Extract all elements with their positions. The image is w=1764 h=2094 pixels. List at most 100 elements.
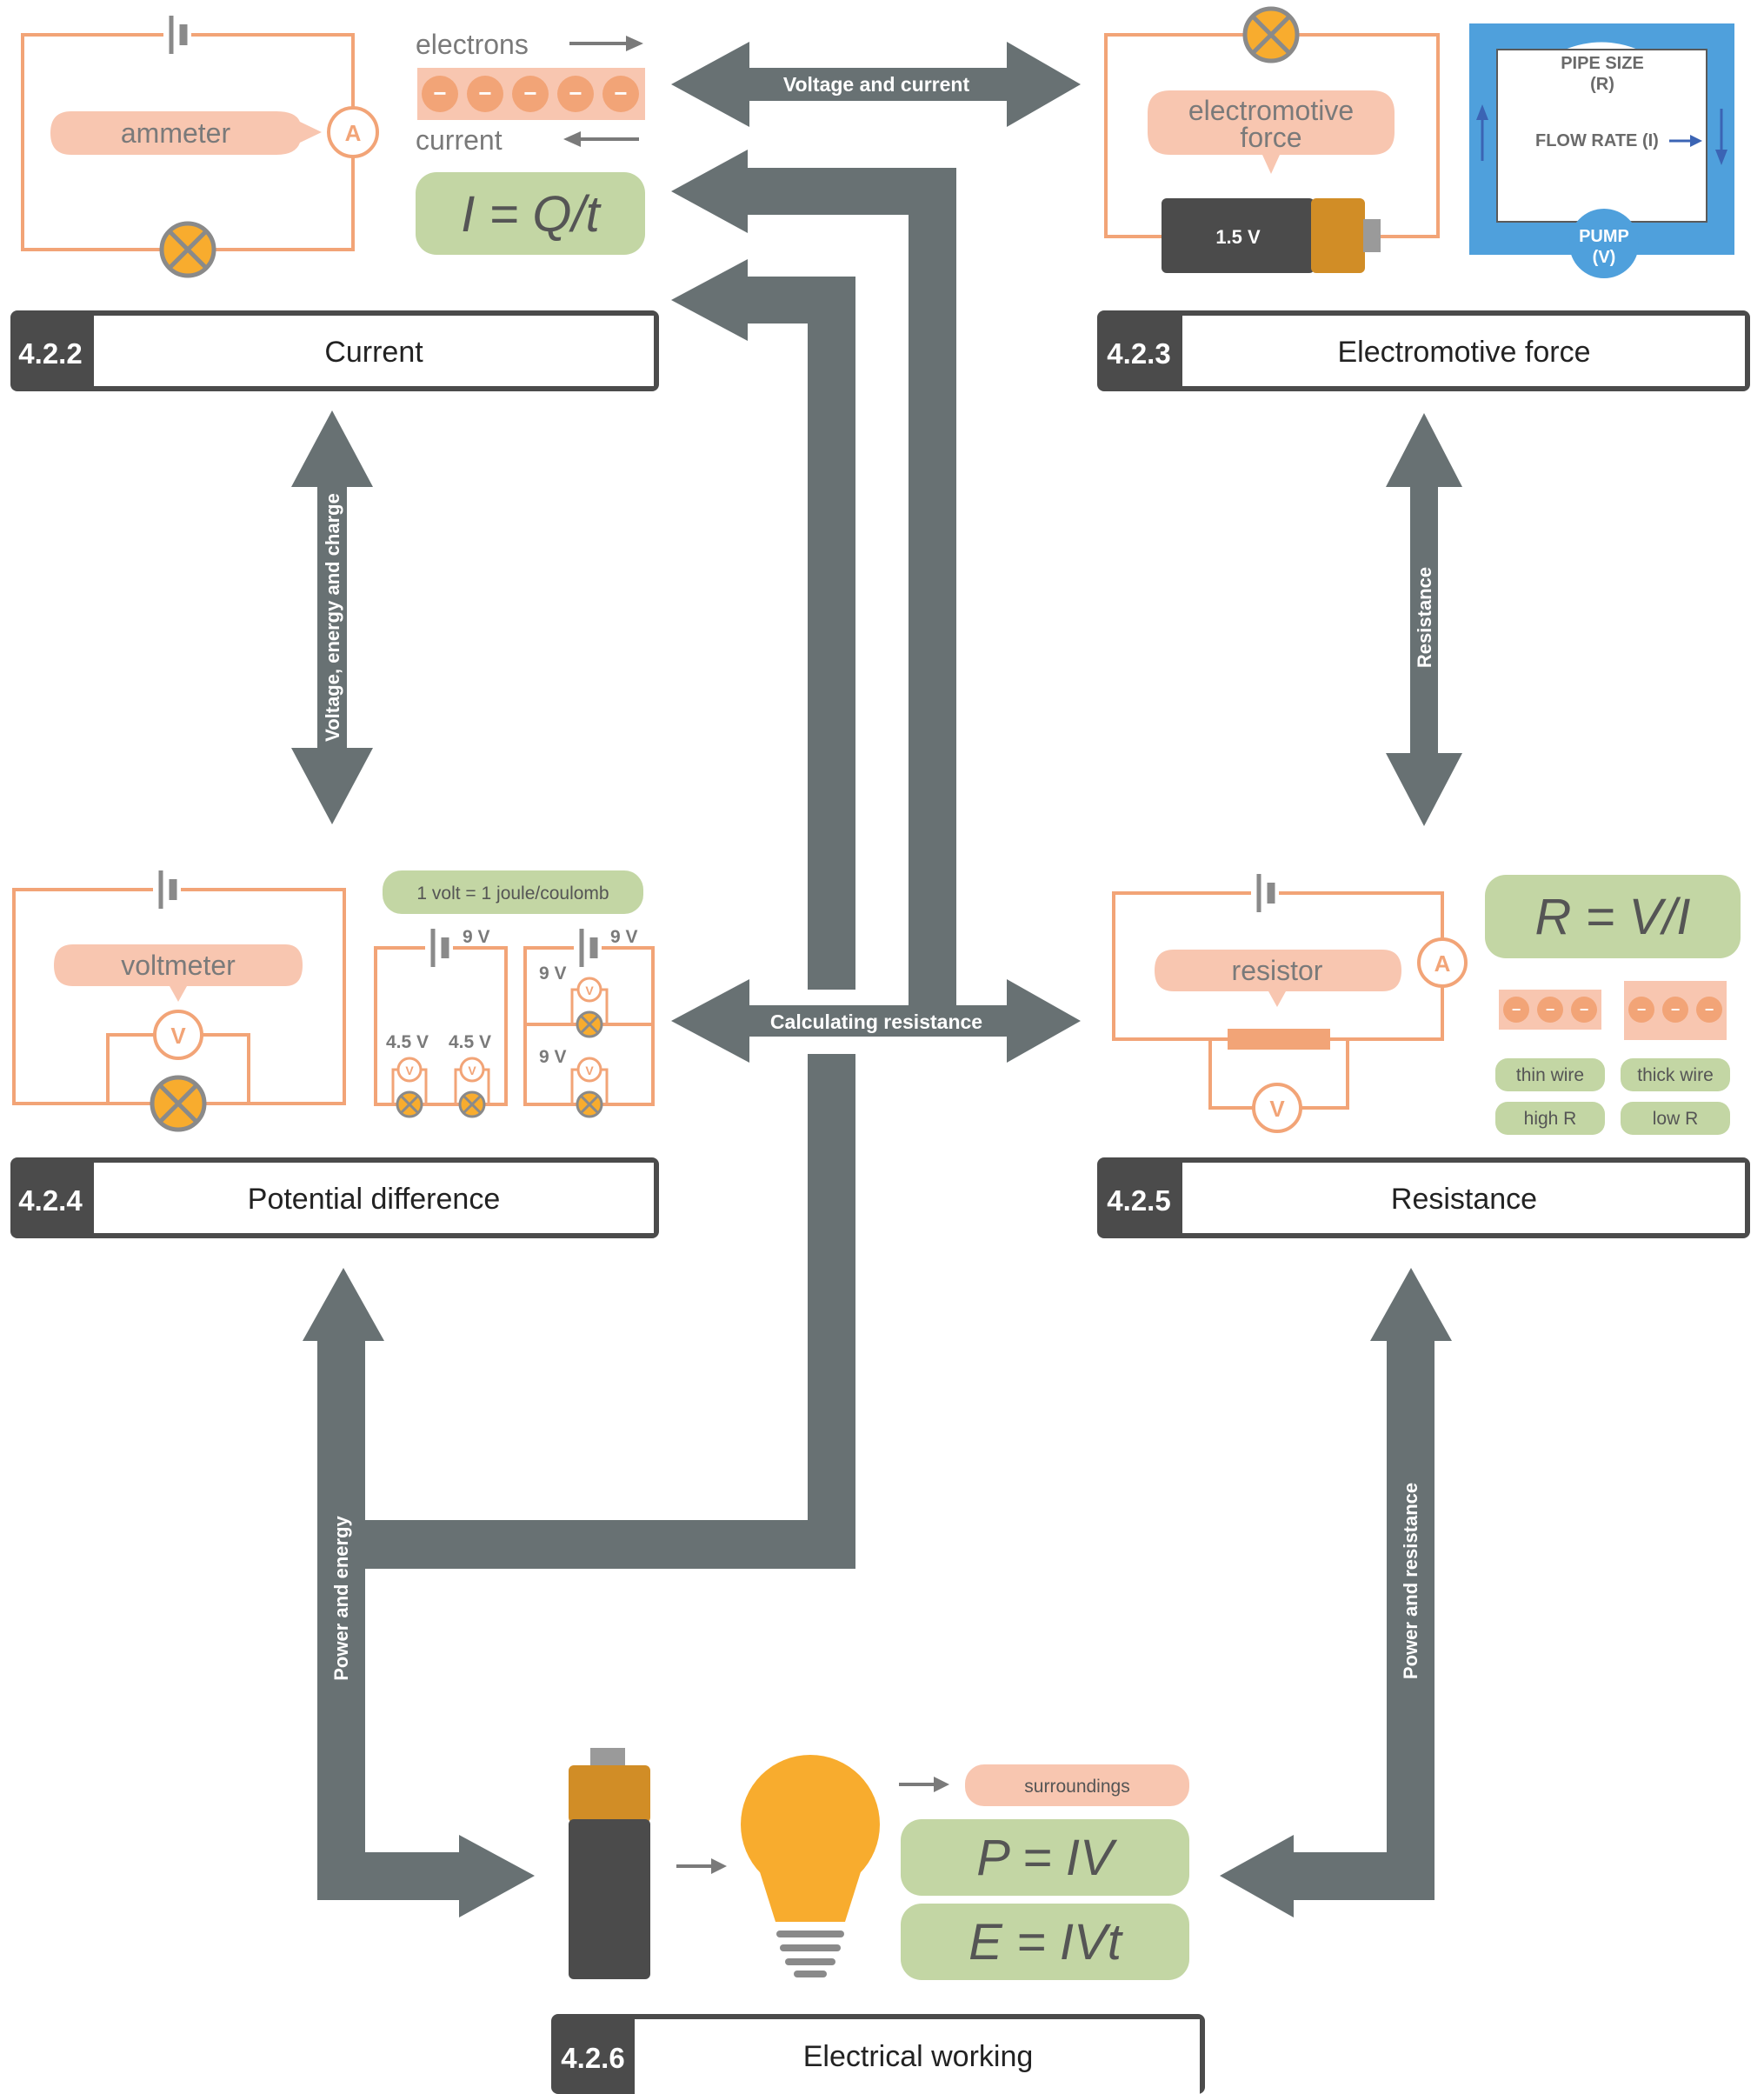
small-voltmeter-symbol: V xyxy=(585,1064,594,1077)
section-title: Electromotive force xyxy=(1338,336,1591,369)
small-voltmeter-icon xyxy=(459,1057,485,1083)
lamp-icon xyxy=(576,1010,603,1038)
voltmeter-icon xyxy=(153,1010,203,1060)
battery-icon xyxy=(1162,198,1381,273)
pump-icon xyxy=(1569,209,1639,278)
pipe-size-symbol: (R) xyxy=(1590,75,1614,94)
surroundings-label: surroundings xyxy=(1024,1777,1129,1797)
voltage-energy-charge-arrow-label: Voltage, energy and charge xyxy=(322,493,343,742)
voltage-current-arrow xyxy=(671,42,1081,127)
lamp-icon xyxy=(162,223,214,276)
small-voltmeter-icon xyxy=(396,1057,423,1083)
small-voltmeter-symbol: V xyxy=(585,984,594,997)
series-supply-voltage: 9 V xyxy=(463,927,490,947)
small-voltmeter-icon xyxy=(576,977,602,1003)
electron-row: − − − − − xyxy=(422,76,639,112)
low-r-label: low R xyxy=(1653,1109,1699,1129)
voltmeter-symbol: V xyxy=(1269,1096,1285,1122)
svg-text:−: − xyxy=(1705,1001,1714,1018)
battery-voltage: 1.5 V xyxy=(1215,226,1261,248)
emf-label-text-line-2: force xyxy=(1240,122,1301,153)
power-resistance-arrow-label: Power and resistance xyxy=(1400,1483,1421,1679)
power-formula-box xyxy=(901,1819,1189,1896)
volt-definition: 1 volt = 1 joule/coulomb xyxy=(416,884,609,904)
voltmeter-label: voltmeter xyxy=(121,950,236,981)
emf-label-text: electromotive xyxy=(1188,95,1354,126)
electron-sign: − xyxy=(569,80,582,106)
pd-panel: V voltmeter 1 volt = 1 joule/coulomb 9 V… xyxy=(12,870,655,1130)
lamp-icon xyxy=(152,1077,204,1130)
resistance-arrow-label: Resistance xyxy=(1414,567,1435,668)
parallel-circuit: 9 V 9 V 9 V V V xyxy=(523,927,655,1118)
parallel-meter-1-voltage: 9 V xyxy=(539,964,567,984)
electron-sign: − xyxy=(433,80,446,106)
volt-definition-box xyxy=(383,870,643,914)
energy-formula-box xyxy=(901,1904,1189,1980)
surroundings-tag xyxy=(965,1764,1189,1806)
section-number: 4.2.5 xyxy=(1107,1184,1170,1217)
voltmeter-symbol: V xyxy=(170,1023,186,1049)
flow-arrow-icon xyxy=(1669,135,1702,147)
electron-icon xyxy=(467,76,503,112)
thin-wire-icon: − − − xyxy=(1499,990,1601,1030)
lower-stalk xyxy=(365,1054,855,1569)
high-r-label: high R xyxy=(1524,1109,1577,1129)
lightbulb-icon xyxy=(741,1755,880,1977)
section-header-current: 4.2.2 Current xyxy=(10,310,659,391)
section-header-resistance: 4.2.5 Resistance xyxy=(1097,1157,1750,1238)
voltmeter-circuit: V voltmeter xyxy=(12,870,346,1130)
electron-sign: − xyxy=(614,80,627,106)
electron-icon xyxy=(557,76,594,112)
ammeter-icon xyxy=(1417,937,1468,988)
ammeter-icon xyxy=(327,106,379,158)
thick-wire-tag xyxy=(1621,1058,1730,1091)
lamp-icon xyxy=(458,1090,486,1118)
section-title: Potential difference xyxy=(248,1183,500,1216)
cell-icon xyxy=(425,929,453,967)
section-number: 4.2.6 xyxy=(561,2042,624,2074)
lamp-icon xyxy=(576,1090,603,1118)
lamp-icon xyxy=(396,1090,423,1118)
thin-wire-tag xyxy=(1495,1058,1605,1091)
current-link-stalk-right xyxy=(671,150,956,1005)
electron-icon xyxy=(602,76,639,112)
power-energy-arrow xyxy=(303,1268,535,1917)
pump-symbol: (V) xyxy=(1593,248,1616,267)
electron-sign: − xyxy=(523,80,536,106)
section-title: Resistance xyxy=(1391,1183,1537,1216)
battery-upright-icon xyxy=(569,1748,650,1979)
energy-transfer-arrow-icon xyxy=(676,1858,727,1874)
section-number: 4.2.2 xyxy=(18,337,82,370)
electron-sign: − xyxy=(478,80,491,106)
emf-label-bubble xyxy=(1148,90,1395,174)
svg-text:−: − xyxy=(1546,1001,1555,1018)
cell-icon xyxy=(153,870,181,909)
section-title: Current xyxy=(324,336,423,369)
resistor-label: resistor xyxy=(1232,955,1323,986)
arrows-layer: Voltage and current Calculating resistan… xyxy=(291,42,1462,1917)
power-energy-arrow-label: Power and energy xyxy=(330,1515,352,1680)
power-formula: P = IV xyxy=(976,1830,1118,1886)
thick-wire-label: thick wire xyxy=(1637,1065,1714,1085)
ammeter-label: ammeter xyxy=(121,117,231,149)
working-panel: surroundings P = IV E = IVt xyxy=(569,1748,1189,1980)
section-header-emf: 4.2.3 Electromotive force xyxy=(1097,310,1750,391)
small-voltmeter-symbol: V xyxy=(405,1064,414,1077)
flow-down-arrow-icon xyxy=(1715,109,1727,165)
ammeter-circuit: A ammeter xyxy=(21,16,379,276)
water-pipe-analogy: PIPE SIZE (R) FLOW RATE (I) PUMP (V) xyxy=(1469,23,1734,278)
resistor-circuit: A V resistor xyxy=(1112,874,1468,1133)
resistance-panel: A V resistor R = V/I − − − − − − xyxy=(1112,874,1741,1135)
cell-icon xyxy=(1251,874,1279,912)
resistance-formula-box xyxy=(1485,875,1741,958)
calculating-resistance-arrow xyxy=(671,979,1081,1063)
parallel-meter-2-voltage: 9 V xyxy=(539,1047,567,1067)
electron-icon xyxy=(512,76,549,112)
section-number: 4.2.4 xyxy=(18,1184,83,1217)
section-number: 4.2.3 xyxy=(1107,337,1170,370)
flow-up-arrow-icon xyxy=(1476,104,1488,161)
